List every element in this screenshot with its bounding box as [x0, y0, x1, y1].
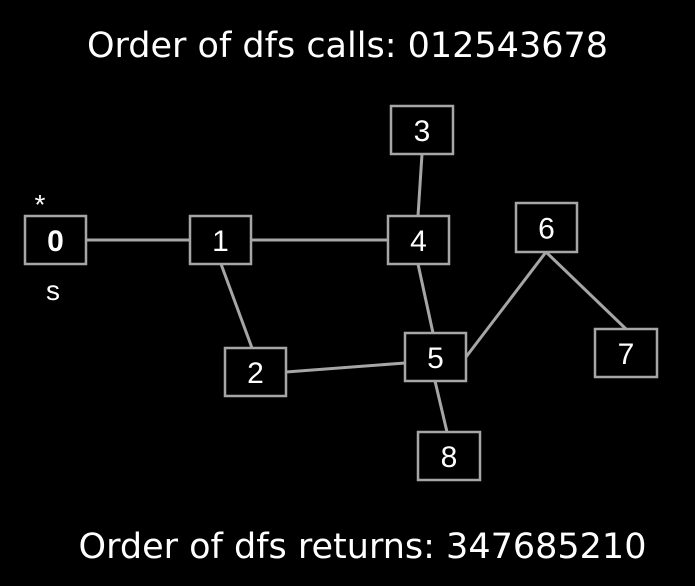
- node-box-1: [188, 214, 253, 266]
- node-label-5: 5: [427, 342, 444, 375]
- edges-layer: [86, 153, 628, 433]
- node-box-7: [593, 327, 659, 379]
- dfs-returns-order-heading: Order of dfs returns: 347685210: [78, 527, 647, 567]
- node-box-3: [389, 104, 455, 156]
- node-label-7: 7: [618, 338, 635, 371]
- edge-4-5: [416, 263, 435, 334]
- edge-5-8: [433, 380, 449, 433]
- edge-2-5: [285, 361, 406, 374]
- graph-node-7: 7: [593, 327, 659, 379]
- node-box-4: [386, 214, 451, 266]
- graph-node-3: 3: [389, 104, 455, 156]
- graph-node-4: 4: [386, 214, 451, 266]
- edge-3-4: [416, 153, 424, 217]
- graph-node-1: 1: [188, 214, 253, 266]
- graph-node-2: 2: [223, 346, 288, 398]
- node-label-3: 3: [414, 115, 431, 148]
- dfs-calls-order-heading: Order of dfs calls: 012543678: [86, 26, 609, 66]
- node-label-2: 2: [247, 357, 264, 390]
- node-label-6: 6: [538, 213, 555, 246]
- node-label-8: 8: [441, 441, 458, 474]
- node-label-1: 1: [212, 225, 229, 258]
- edge-5-6: [464, 251, 548, 358]
- graph-node-5: 5: [403, 331, 468, 383]
- source-label: s: [46, 275, 60, 306]
- node-box-8: [416, 430, 482, 482]
- node-box-5: [403, 331, 468, 383]
- node-label-4: 4: [410, 225, 427, 258]
- node-box-6: [514, 201, 579, 254]
- nodes-layer: 0 1 2 3 4 5 6 7 8: [23, 104, 659, 482]
- graph-node-6: 6: [514, 201, 579, 254]
- node-label-0: 0: [47, 225, 64, 258]
- edge-6-7: [544, 250, 628, 331]
- node-box-2: [223, 346, 288, 398]
- graph-node-0: 0: [23, 214, 88, 266]
- graph-node-8: 8: [416, 430, 482, 482]
- source-marker-asterisk: *: [35, 189, 46, 220]
- node-box-0: [23, 214, 88, 266]
- edge-1-2: [219, 263, 254, 349]
